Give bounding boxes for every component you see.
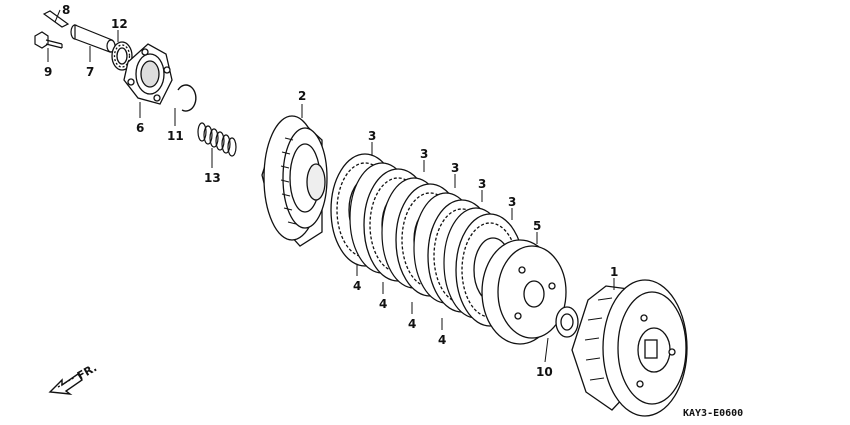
callout-4a: 4 — [353, 279, 361, 293]
lifter-shaft-part — [70, 24, 116, 53]
clutch-outer-part — [571, 279, 688, 417]
callout-3d: 3 — [478, 177, 486, 191]
callout-13: 13 — [204, 171, 221, 185]
bearing-part — [111, 41, 133, 71]
snap-ring-part — [177, 84, 197, 112]
callout-3c: 3 — [451, 161, 459, 175]
bolt-part — [34, 31, 63, 49]
callout-9: 9 — [44, 65, 52, 79]
callout-7: 7 — [86, 65, 94, 79]
front-direction-arrow-icon — [48, 373, 83, 395]
callout-4d: 4 — [438, 333, 446, 347]
clutch-center-part — [481, 239, 567, 345]
diagram-code: KAY3-E0600 — [683, 408, 743, 419]
callout-4c: 4 — [408, 317, 416, 331]
callout-4b: 4 — [379, 297, 387, 311]
callout-8: 8 — [62, 3, 70, 17]
callout-10: 10 — [536, 365, 553, 379]
callout-11: 11 — [167, 129, 184, 143]
callout-5: 5 — [533, 219, 541, 233]
callout-12: 12 — [111, 17, 128, 31]
callout-6: 6 — [136, 121, 144, 135]
pressure-plate-part — [261, 115, 328, 247]
callout-3a: 3 — [368, 129, 376, 143]
callout-2: 2 — [298, 89, 306, 103]
callout-3b: 3 — [420, 147, 428, 161]
callout-1: 1 — [610, 265, 618, 279]
front-direction-label: FR. — [75, 361, 99, 382]
clutch-spring-part — [197, 122, 237, 157]
thrust-washer-part — [555, 306, 579, 338]
callout-3e: 3 — [508, 195, 516, 209]
lifter-plate-part — [123, 43, 173, 105]
